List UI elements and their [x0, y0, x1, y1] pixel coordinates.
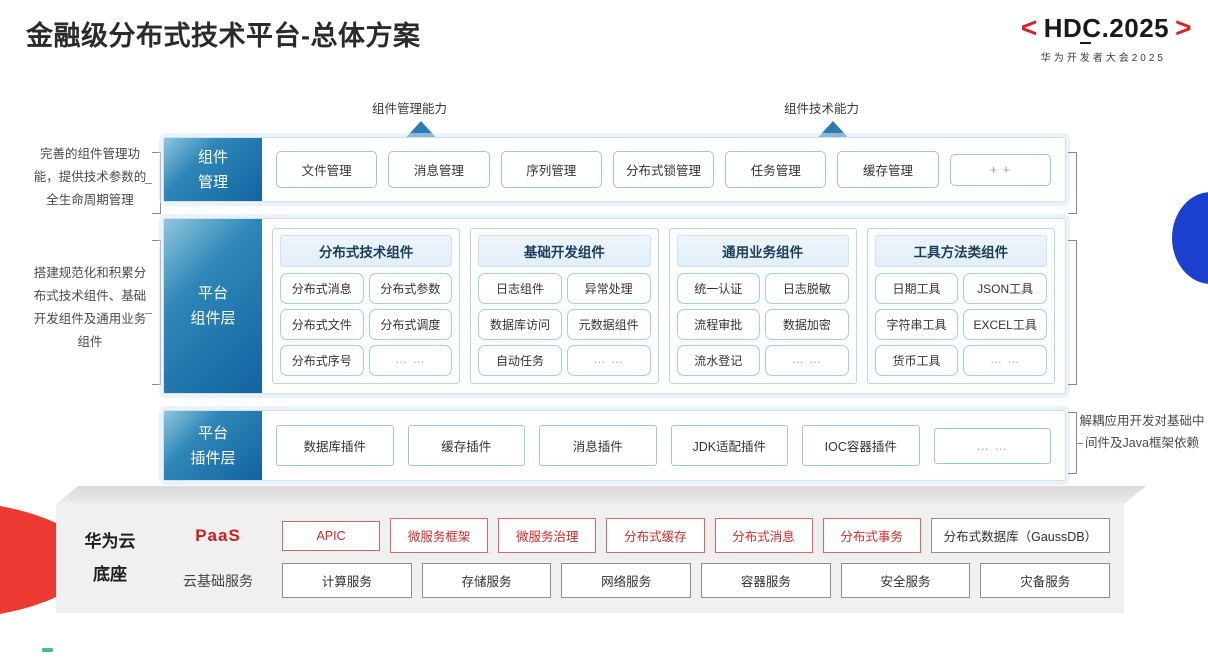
bracket-left-middle [145, 240, 161, 385]
blue-disc-decoration [1172, 192, 1208, 284]
arrow-label-component-technology: 组件技术能力 [784, 102, 860, 116]
cell-distributed-message[interactable]: 分布式消息 [280, 273, 364, 304]
cell-distributed-sequence[interactable]: 分布式序号 [280, 345, 364, 376]
cell-distributed-file[interactable]: 分布式文件 [280, 309, 364, 340]
hdc-logo: < HDC.2025 > 华为开发者大会2025 [902, 12, 1192, 65]
cell-distributed-scheduling[interactable]: 分布式调度 [368, 309, 453, 340]
cell-date-tool[interactable]: 日期工具 [874, 273, 959, 304]
base-chip-distributed-database[interactable]: 分布式数据库（GaussDB） [930, 518, 1110, 553]
base-chip-microservice-framework[interactable]: 微服务框架 [390, 518, 489, 553]
cell-data-encryption[interactable]: 数据加密 [765, 309, 849, 340]
arrow-label-component-management: 组件管理能力 [372, 102, 448, 116]
cell-log-component[interactable]: 日志组件 [478, 273, 562, 304]
cell-excel-tool[interactable]: EXCEL工具 [963, 309, 1047, 340]
cloud-base-label-paas: PaaS [195, 525, 241, 545]
layer-platform-plugin: 平台 插件层 数据库插件 缓存插件 消息插件 JDK适配插件 IOC容器插件 …… [163, 410, 1066, 481]
side-note-component-management: 完善的组件管理功能，提供技术参数的全生命周期管理 [33, 147, 147, 207]
chip-task-management[interactable]: 任务管理 [725, 151, 827, 188]
cloud-base-bevel [56, 486, 1146, 504]
base-chip-container-service[interactable]: 容器服务 [701, 563, 831, 598]
base-chip-microservice-governance[interactable]: 微服务治理 [498, 518, 597, 553]
right-note-decoupling: 解耦应用开发对基础中间件及Java框架依赖 [1079, 414, 1205, 450]
layer-label-platform-component: 平台 组件层 [164, 219, 262, 393]
cell-process-approval[interactable]: 流程审批 [676, 309, 761, 340]
base-chip-disaster-recovery-service[interactable]: 灾备服务 [980, 563, 1111, 598]
base-chip-network-service[interactable]: 网络服务 [561, 563, 692, 598]
group-distributed-technology-components: 分布式技术组件 分布式消息 分布式参数 分布式文件 分布式调度 分布式序号 … … [272, 228, 461, 384]
cell-exception-handling[interactable]: 异常处理 [566, 273, 651, 304]
logo-main-text: HDC.2025 [1043, 13, 1170, 43]
plugin-chip-ioc-container[interactable]: IOC容器插件 [802, 425, 920, 466]
cloud-base-row-infrastructure: 云基础服务 计算服务 存储服务 网络服务 容器服务 安全服务 灾备服务 [164, 563, 1111, 598]
base-chip-security-service[interactable]: 安全服务 [840, 563, 971, 598]
cell-string-tool[interactable]: 字符串工具 [874, 309, 959, 340]
bracket-right-bottom [1068, 412, 1083, 474]
chip-message-management[interactable]: 消息管理 [388, 151, 490, 188]
cell-unified-authentication[interactable]: 统一认证 [676, 273, 761, 304]
bracket-left-top [145, 152, 161, 214]
cell-currency-tool[interactable]: 货币工具 [874, 345, 959, 376]
cell-automatic-task[interactable]: 自动任务 [478, 345, 562, 376]
cell-database-access[interactable]: 数据库访问 [478, 309, 562, 340]
base-chip-apic[interactable]: APIC [282, 520, 381, 551]
plugin-chip-cache[interactable]: 缓存插件 [407, 425, 525, 466]
base-chip-distributed-message[interactable]: 分布式消息 [714, 518, 813, 553]
plugin-chip-more[interactable]: … … [933, 427, 1051, 464]
logo-bracket-right-icon: > [1175, 12, 1192, 43]
base-chip-distributed-cache[interactable]: 分布式缓存 [606, 518, 705, 553]
layer-label-component-management: 组件 管理 [164, 138, 262, 201]
base-chip-distributed-transaction[interactable]: 分布式事务 [822, 518, 921, 553]
cell-transaction-registration[interactable]: 流水登记 [676, 345, 761, 376]
base-chip-storage-service[interactable]: 存储服务 [421, 563, 552, 598]
chip-file-management[interactable]: 文件管理 [276, 151, 378, 188]
group-basic-development-components: 基础开发组件 日志组件 异常处理 数据库访问 元数据组件 自动任务 … … [470, 228, 659, 384]
plugin-chip-database[interactable]: 数据库插件 [276, 425, 394, 466]
layer-platform-component: 平台 组件层 分布式技术组件 分布式消息 分布式参数 分布式文件 分布式调度 分… [163, 218, 1066, 394]
cell-metadata-component[interactable]: 元数据组件 [566, 309, 651, 340]
chip-sequence-management[interactable]: 序列管理 [500, 151, 602, 188]
cloud-base-row-paas: PaaS APIC 微服务框架 微服务治理 分布式缓存 分布式消息 分布式事务 … [164, 518, 1110, 553]
bracket-right-middle [1068, 240, 1077, 385]
green-tick-decoration [42, 648, 53, 652]
cell-json-tool[interactable]: JSON工具 [963, 273, 1047, 304]
group-title-common-business: 通用业务组件 [676, 235, 849, 267]
cell-common-business-more[interactable]: … … [765, 345, 849, 376]
cell-basic-development-more[interactable]: … … [566, 345, 651, 376]
bracket-right-top [1068, 152, 1077, 214]
plugin-chip-jdk-adaptation[interactable]: JDK适配插件 [670, 425, 788, 466]
cloud-base-label-infrastructure: 云基础服务 [183, 572, 253, 589]
page-title: 金融级分布式技术平台-总体方案 [26, 21, 421, 51]
logo-subtitle: 华为开发者大会2025 [1040, 53, 1166, 64]
cloud-base-title: 华为云 底座 [84, 532, 136, 584]
group-title-tool-method: 工具方法类组件 [874, 235, 1047, 267]
chip-cache-management[interactable]: 缓存管理 [837, 151, 939, 188]
chip-distributed-lock-management[interactable]: 分布式锁管理 [612, 151, 715, 188]
group-tool-method-components: 工具方法类组件 日期工具 JSON工具 字符串工具 EXCEL工具 货币工具 …… [866, 228, 1055, 384]
base-chip-compute-service[interactable]: 计算服务 [282, 563, 412, 598]
architecture-stack: 组件 管理 文件管理 消息管理 序列管理 分布式锁管理 任务管理 缓存管理 + … [163, 137, 1066, 497]
logo-underbar-icon [1079, 42, 1091, 44]
cell-distributed-parameter[interactable]: 分布式参数 [368, 273, 453, 304]
group-common-business-components: 通用业务组件 统一认证 日志脱敏 流程审批 数据加密 流水登记 … … [668, 228, 857, 384]
side-note-platform-component: 搭建规范化和积累分布式技术组件、基础开发组件及通用业务组件 [33, 266, 147, 349]
cell-distributed-more[interactable]: … … [368, 345, 453, 376]
cell-tool-method-more[interactable]: … … [963, 345, 1047, 376]
cell-log-desensitization[interactable]: 日志脱敏 [765, 273, 849, 304]
group-title-distributed-technology: 分布式技术组件 [280, 235, 453, 267]
logo-bracket-left-icon: < [1020, 12, 1038, 43]
layer-label-platform-plugin: 平台 插件层 [164, 411, 262, 480]
plugin-chip-message[interactable]: 消息插件 [539, 425, 657, 466]
chip-add-more[interactable]: + + [949, 153, 1051, 186]
group-title-basic-development: 基础开发组件 [478, 235, 651, 267]
layer-component-management: 组件 管理 文件管理 消息管理 序列管理 分布式锁管理 任务管理 缓存管理 + … [163, 137, 1066, 202]
cloud-base-section: 华为云 底座 PaaS APIC 微服务框架 微服务治理 分布式缓存 分布式消息… [56, 486, 1146, 621]
